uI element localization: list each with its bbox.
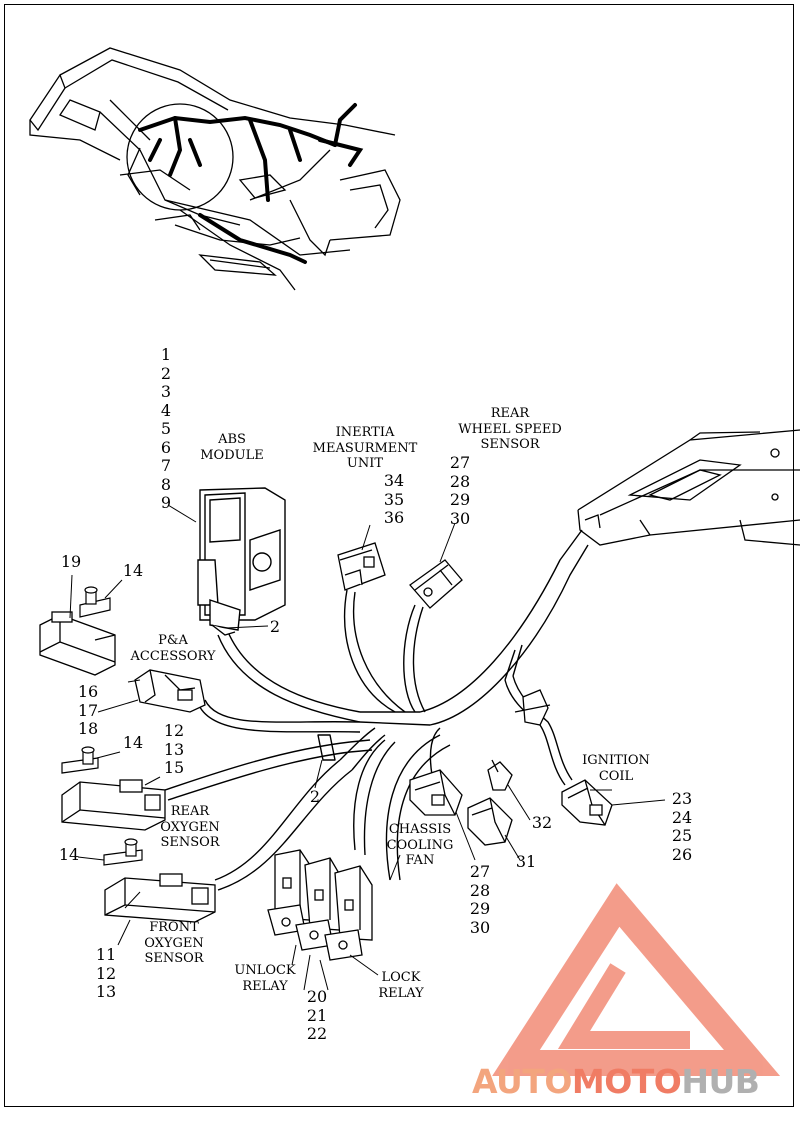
rear-wss-label: REAR WHEEL SPEED SENSOR — [458, 406, 562, 452]
fan-connector-icon — [409, 769, 463, 816]
callout-32: 32 — [531, 813, 553, 832]
front-o2-numbers: 11 12 13 — [95, 945, 117, 1001]
motorcycle-frame-icon — [29, 47, 401, 291]
part-31-icon — [467, 797, 513, 846]
callout-19: 19 — [60, 552, 82, 571]
chassis-fan-label: CHASSIS COOLING FAN — [386, 822, 454, 868]
harness-overview — [138, 103, 364, 264]
inertia-label: INERTIA MEASURMENT UNIT — [312, 425, 418, 471]
rear-o2-numbers: 12 13 15 — [163, 721, 185, 777]
pa-accessory-label: P&A ACCESSORY — [130, 633, 216, 664]
inertia-numbers: 34 35 36 — [383, 471, 405, 527]
callout-14-middle: 14 — [122, 733, 144, 752]
part-32-icon — [487, 759, 513, 791]
rear-wss-connector-icon — [409, 559, 463, 609]
relay-numbers: 20 21 22 — [306, 987, 328, 1043]
rear-o2-connector-icon — [61, 779, 166, 831]
diagram-frame — [4, 4, 794, 1107]
chassis-fan-numbers: 27 28 29 30 — [469, 862, 491, 937]
inertia-connector-icon — [337, 542, 386, 591]
callout-14-bottom: 14 — [58, 845, 80, 864]
lock-relay-label: LOCK RELAY — [378, 970, 424, 1001]
harness-clip-icon — [514, 689, 551, 726]
callout-2-lower: 2 — [309, 787, 321, 806]
front-o2-connector-icon — [104, 873, 216, 923]
unlock-relay-label: UNLOCK RELAY — [234, 963, 296, 994]
callout-14-top: 14 — [122, 561, 144, 580]
callout-2-upper: 2 — [269, 617, 281, 636]
rear-frame-icon — [577, 429, 800, 546]
pa-connector-icon — [134, 669, 206, 713]
relay-icon — [267, 849, 373, 961]
abs-callout-numbers: 1 2 3 4 5 6 7 8 9 — [160, 345, 172, 512]
harness-wires — [164, 529, 589, 891]
clip-icon — [61, 586, 143, 866]
rear-wss-numbers: 27 28 29 30 — [449, 453, 471, 528]
logo-triangle-icon — [492, 883, 781, 1076]
abs-module-label: ABS MODULE — [200, 432, 264, 463]
callout-31: 31 — [515, 852, 537, 871]
ignition-numbers: 23 24 25 26 — [671, 789, 693, 864]
autmotohub-logo-text: AUTOMOTOHUB — [472, 1062, 760, 1101]
front-o2-label: FRONT OXYGEN SENSOR — [144, 920, 204, 966]
ignition-connector-icon — [561, 779, 613, 826]
pa-numbers: 16 17 18 — [77, 682, 99, 738]
rear-o2-label: REAR OXYGEN SENSOR — [160, 804, 220, 850]
connector-19-icon — [39, 611, 116, 676]
leader-lines — [69, 504, 666, 991]
ignition-coil-label: IGNITION COIL — [582, 753, 650, 784]
abs-module-icon — [197, 487, 286, 636]
